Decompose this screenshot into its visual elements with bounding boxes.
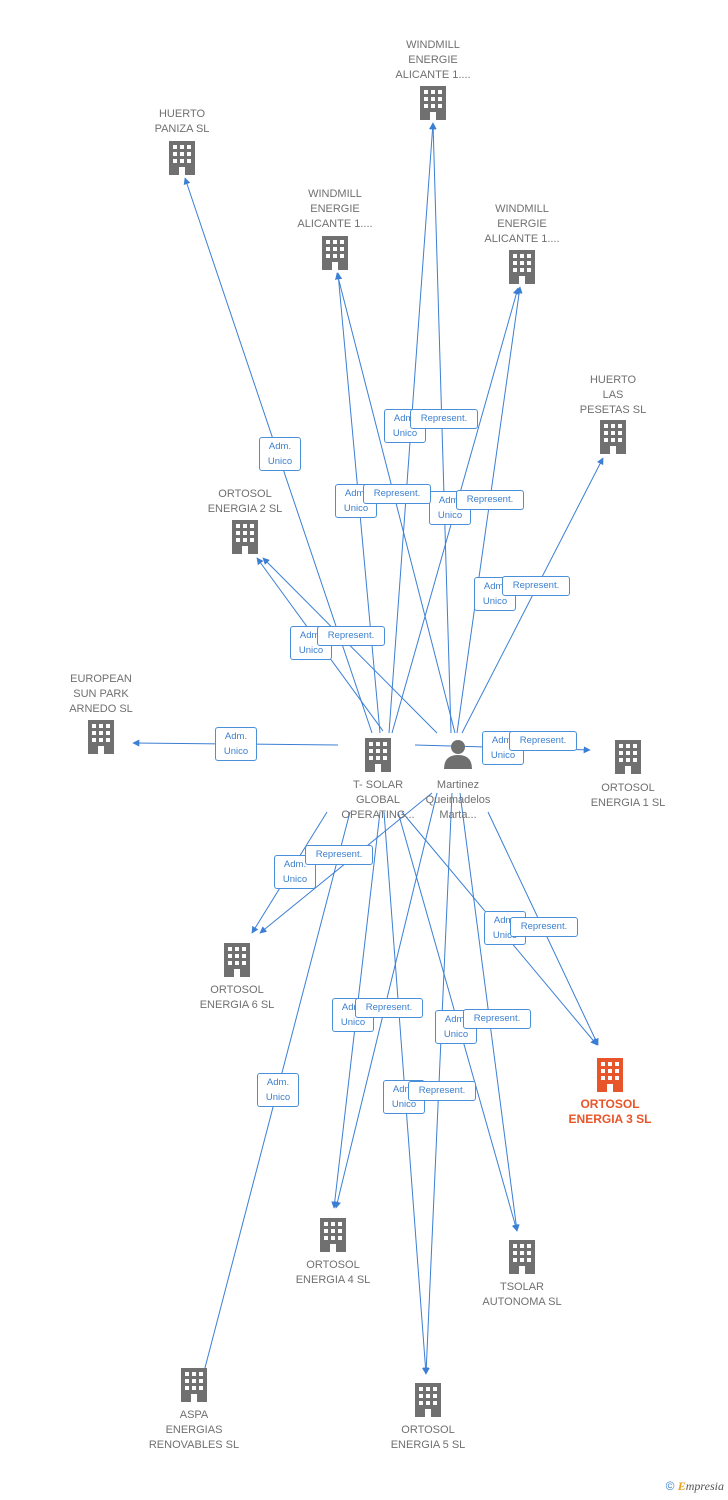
huerto-pesetas-building-icon[interactable]: [600, 420, 626, 454]
tsolar-autonoma-label[interactable]: TSOLAR AUTONOMA SL: [482, 1281, 562, 1308]
represent-badge: Represent.: [509, 731, 577, 751]
ortosol3-building-icon[interactable]: [597, 1058, 623, 1092]
european-label[interactable]: EUROPEAN SUN PARK ARNEDO SL: [69, 673, 133, 715]
huerto-pesetas-label[interactable]: HUERTO LAS PESETAS SL: [579, 374, 647, 416]
aspa-label[interactable]: ASPA ENERGIAS RENOVABLES SL: [148, 1409, 240, 1451]
ortosol2-building-icon[interactable]: [232, 520, 258, 554]
ortosol3-label[interactable]: ORTOSOL ENERGIA 3 SL: [568, 1097, 652, 1126]
huerto-paniza-label[interactable]: HUERTO PANIZA SL: [154, 108, 210, 135]
windmill-top-building-icon[interactable]: [420, 86, 446, 120]
windmill-top-label[interactable]: WINDMILL ENERGIE ALICANTE 1....: [395, 39, 471, 81]
windmill-right-building-icon[interactable]: [509, 250, 535, 284]
person-icon[interactable]: [444, 740, 472, 769]
ortosol1-building-icon[interactable]: [615, 740, 641, 774]
represent-badge: Represent.: [456, 490, 524, 510]
represent-badge: Represent.: [410, 409, 478, 429]
represent-badge: Represent.: [463, 1009, 531, 1029]
windmill-right-label[interactable]: WINDMILL ENERGIE ALICANTE 1....: [484, 203, 560, 245]
ortosol4-label[interactable]: ORTOSOL ENERGIA 4 SL: [295, 1259, 371, 1286]
huerto-paniza-building-icon[interactable]: [169, 141, 195, 175]
footer-brand[interactable]: © Empresia: [666, 1479, 724, 1494]
tsolar-label[interactable]: T- SOLAR GLOBAL OPERATING...: [341, 779, 415, 821]
tsolar-autonoma-building-icon[interactable]: [509, 1240, 535, 1274]
adm-unico-badge: Adm. Unico: [259, 437, 301, 471]
represent-badge: Represent.: [317, 626, 385, 646]
represent-badge: Represent.: [510, 917, 578, 937]
empresia-logo: Empresia: [677, 1479, 724, 1493]
ortosol5-label[interactable]: ORTOSOL ENERGIA 5 SL: [390, 1424, 466, 1451]
adm-unico-badge: Adm. Unico: [257, 1073, 299, 1107]
ortosol4-building-icon[interactable]: [320, 1218, 346, 1252]
represent-badge: Represent.: [305, 845, 373, 865]
ortosol5-building-icon[interactable]: [415, 1383, 441, 1417]
ortosol6-building-icon[interactable]: [224, 943, 250, 977]
relation-edge: [456, 286, 523, 734]
martinez-label[interactable]: Martinez Queimadelos Marta...: [425, 779, 491, 821]
ortosol2-label[interactable]: ORTOSOL ENERGIA 2 SL: [207, 488, 283, 515]
windmill-left-building-icon[interactable]: [322, 236, 348, 270]
represent-badge: Represent.: [363, 484, 431, 504]
tsolar-building-icon[interactable]: [365, 738, 391, 772]
windmill-left-label[interactable]: WINDMILL ENERGIE ALICANTE 1....: [297, 188, 373, 230]
represent-badge: Represent.: [355, 998, 423, 1018]
copyright-symbol: ©: [665, 1479, 675, 1493]
icons-layer: [88, 86, 641, 1417]
ortosol6-label[interactable]: ORTOSOL ENERGIA 6 SL: [199, 984, 275, 1011]
european-building-icon[interactable]: [88, 720, 114, 754]
ortosol1-label[interactable]: ORTOSOL ENERGIA 1 SL: [590, 782, 666, 809]
aspa-building-icon[interactable]: [181, 1368, 207, 1402]
represent-badge: Represent.: [502, 576, 570, 596]
represent-badge: Represent.: [408, 1081, 476, 1101]
adm-unico-badge: Adm. Unico: [215, 727, 257, 761]
